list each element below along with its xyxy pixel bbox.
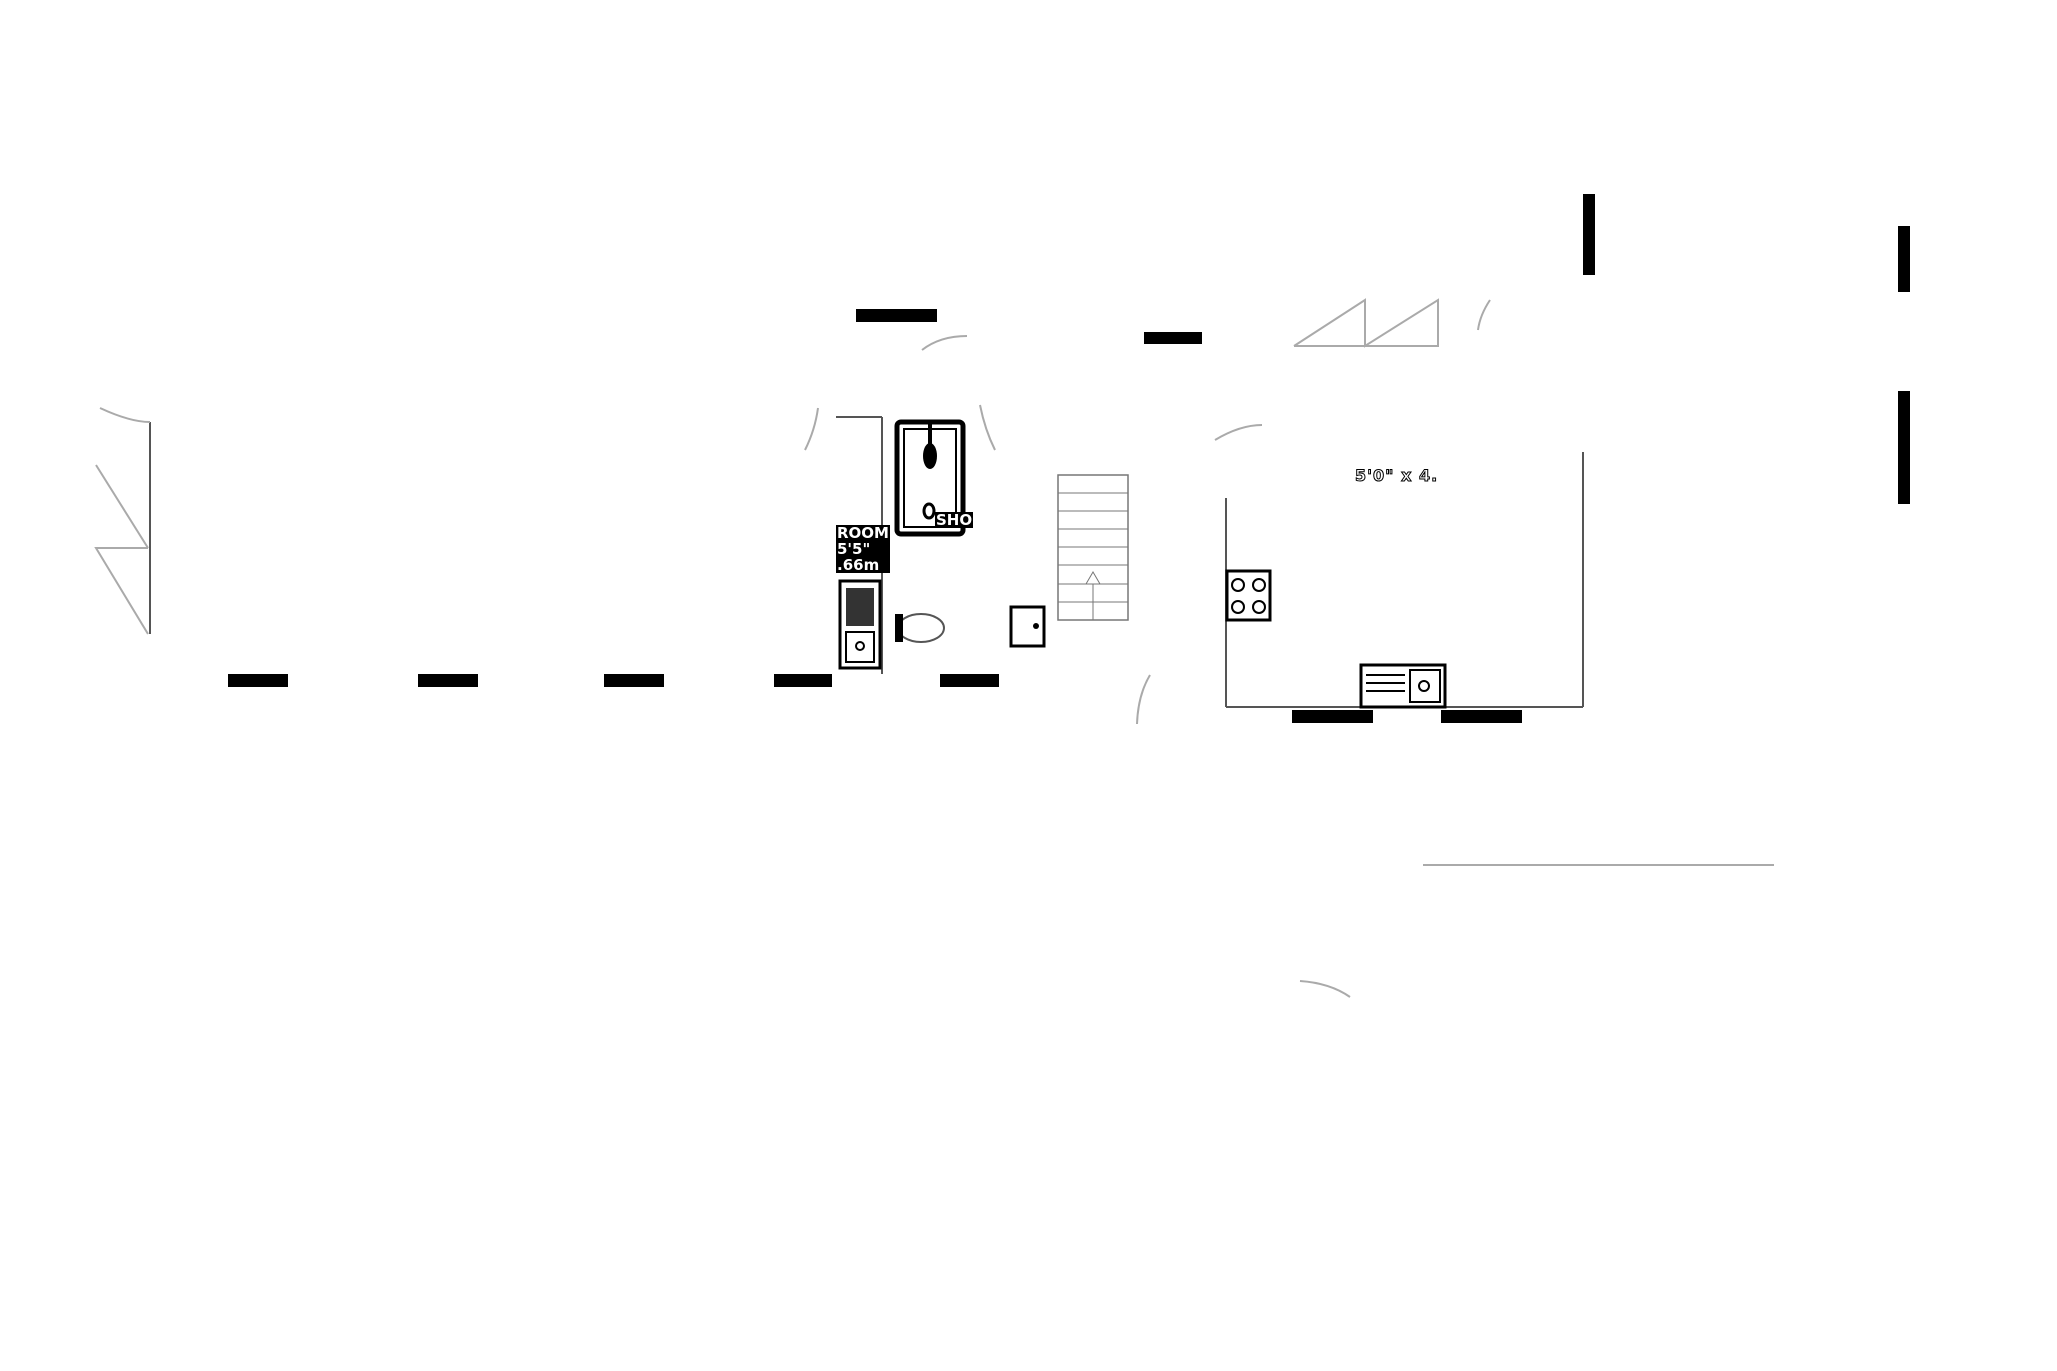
interior-lines	[94, 298, 1774, 866]
room-size-imperial: 5'5"	[837, 540, 871, 558]
bathroom-sink	[1009, 605, 1046, 648]
toilet	[895, 613, 945, 643]
kitchen-sink	[1359, 663, 1447, 709]
shower-room-label: SHO	[935, 511, 974, 529]
room-name: ROOM	[837, 524, 889, 542]
door-arcs	[99, 299, 1491, 998]
staircase	[1057, 474, 1129, 621]
walls	[228, 194, 1910, 723]
utility-sink	[838, 579, 882, 670]
cooktop	[1225, 569, 1272, 622]
room-label: ROOM 5'5" .66m	[836, 525, 890, 573]
room-size-metric: .66m	[837, 556, 880, 574]
kitchen-size-label: 5'0" x 4.	[1354, 466, 1439, 486]
shower-tray	[894, 419, 966, 537]
